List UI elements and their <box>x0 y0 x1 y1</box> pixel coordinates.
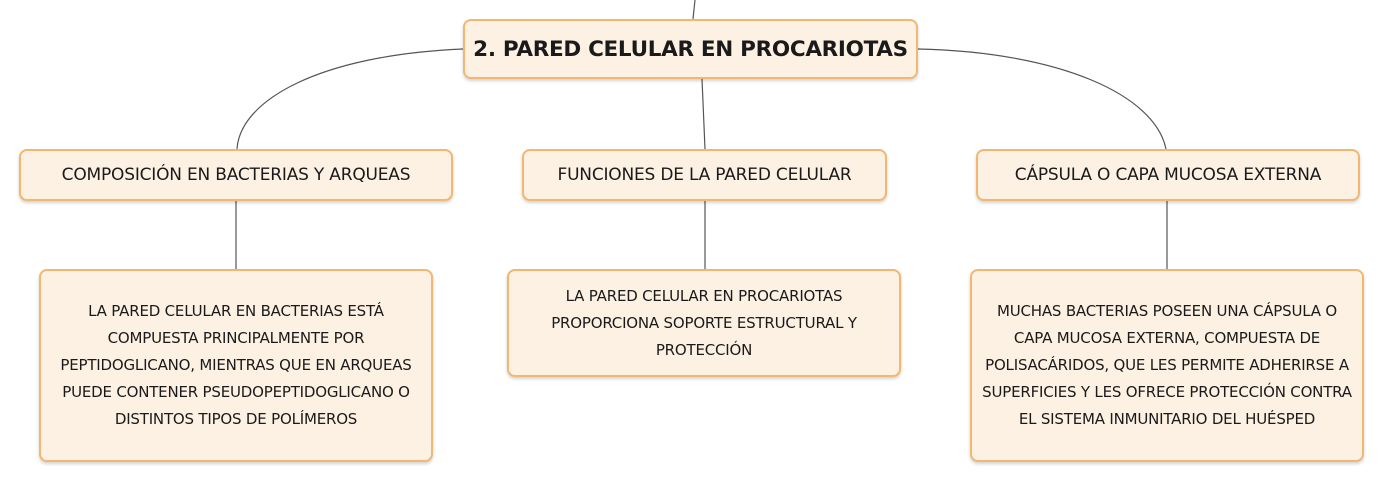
topic-label: COMPOSICIÓN EN BACTERIAS Y ARQUEAS <box>61 165 411 185</box>
detail-text: LA PARED CELULAR EN BACTERIAS ESTÁ COMPU… <box>60 302 412 428</box>
detail-node-composicion[interactable]: LA PARED CELULAR EN BACTERIAS ESTÁ COMPU… <box>39 269 433 462</box>
connector-root-to-composicion <box>236 48 464 150</box>
root-label: 2. PARED CELULAR EN PROCARIOTAS <box>473 36 908 62</box>
topic-node-funciones[interactable]: FUNCIONES DE LA PARED CELULAR <box>522 149 887 201</box>
detail-node-capsula[interactable]: MUCHAS BACTERIAS POSEEN UNA CÁPSULA O CA… <box>970 269 1364 462</box>
topic-node-composicion[interactable]: COMPOSICIÓN EN BACTERIAS Y ARQUEAS <box>19 149 453 201</box>
detail-text: LA PARED CELULAR EN PROCARIOTAS PROPORCI… <box>551 286 857 359</box>
connector-parent-to-root <box>692 0 696 20</box>
topic-label: CÁPSULA O CAPA MUCOSA EXTERNA <box>1014 165 1322 185</box>
topic-label: FUNCIONES DE LA PARED CELULAR <box>557 165 852 185</box>
root-node[interactable]: 2. PARED CELULAR EN PROCARIOTAS <box>463 19 918 79</box>
connector-root-to-funciones <box>701 78 706 150</box>
detail-node-funciones[interactable]: LA PARED CELULAR EN PROCARIOTAS PROPORCI… <box>507 269 901 377</box>
topic-node-capsula[interactable]: CÁPSULA O CAPA MUCOSA EXTERNA <box>976 149 1360 201</box>
detail-text: MUCHAS BACTERIAS POSEEN UNA CÁPSULA O CA… <box>982 302 1352 428</box>
connector-root-to-capsula <box>917 48 1167 150</box>
